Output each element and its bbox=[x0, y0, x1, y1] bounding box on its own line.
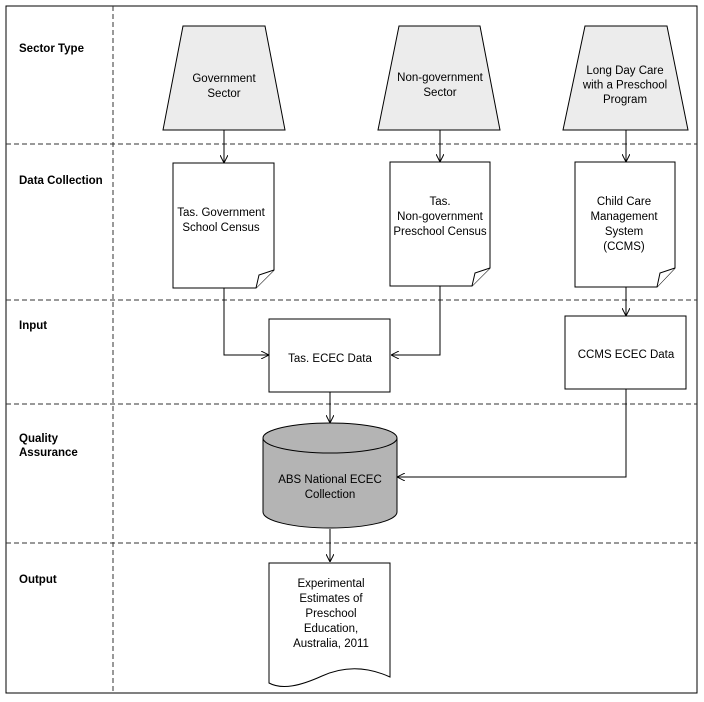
cylinder-body bbox=[262, 438, 398, 529]
folded-corner bbox=[656, 267, 676, 288]
ccms-ecec-data-box: CCMS ECEC Data bbox=[564, 315, 687, 390]
lane-labels: Sector Type Data Collection Input Qualit… bbox=[19, 43, 103, 586]
tas-ecec-data-box: Tas. ECEC Data bbox=[268, 318, 391, 393]
lane-label-sector-type: Sector Type bbox=[19, 43, 84, 55]
arrow-nongov-census-to-tas-ecec bbox=[391, 285, 441, 355]
folded-corner bbox=[471, 267, 491, 287]
process-shape bbox=[268, 318, 391, 393]
trapezoid-shape bbox=[162, 25, 286, 131]
arrow-gov-census-to-tas-ecec bbox=[223, 288, 269, 355]
cylinder-top bbox=[262, 422, 398, 454]
swimlane-frame bbox=[5, 5, 698, 694]
lane-label-input: Input bbox=[19, 320, 47, 332]
document-shape bbox=[574, 161, 676, 288]
connectors bbox=[224, 130, 626, 562]
document-wave-shape bbox=[268, 562, 391, 687]
node-label: CCMS ECEC Data bbox=[578, 349, 675, 361]
trapezoid-shape bbox=[562, 25, 689, 131]
process-shape bbox=[564, 315, 687, 390]
lane-label-data-collection: Data Collection bbox=[19, 175, 103, 187]
arrow-ccms-ecec-to-abs bbox=[397, 389, 627, 477]
folded-corner bbox=[255, 269, 275, 289]
document-shape bbox=[389, 161, 491, 287]
node-label: Tas. ECEC Data bbox=[288, 353, 372, 365]
trapezoid-shape bbox=[377, 25, 501, 131]
lane-label-output: Output bbox=[19, 574, 57, 586]
